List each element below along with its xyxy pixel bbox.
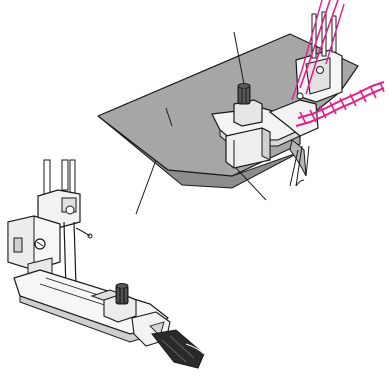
- top-illustration: [98, 0, 384, 214]
- adjustment-screw-top: [238, 84, 250, 105]
- bottom-illustration: [8, 160, 204, 368]
- presser-foot-bottom: [14, 270, 204, 368]
- hemming-scroll: [152, 330, 204, 368]
- callout-line-fold: [136, 160, 156, 214]
- adjustment-screw-bottom: [104, 284, 136, 323]
